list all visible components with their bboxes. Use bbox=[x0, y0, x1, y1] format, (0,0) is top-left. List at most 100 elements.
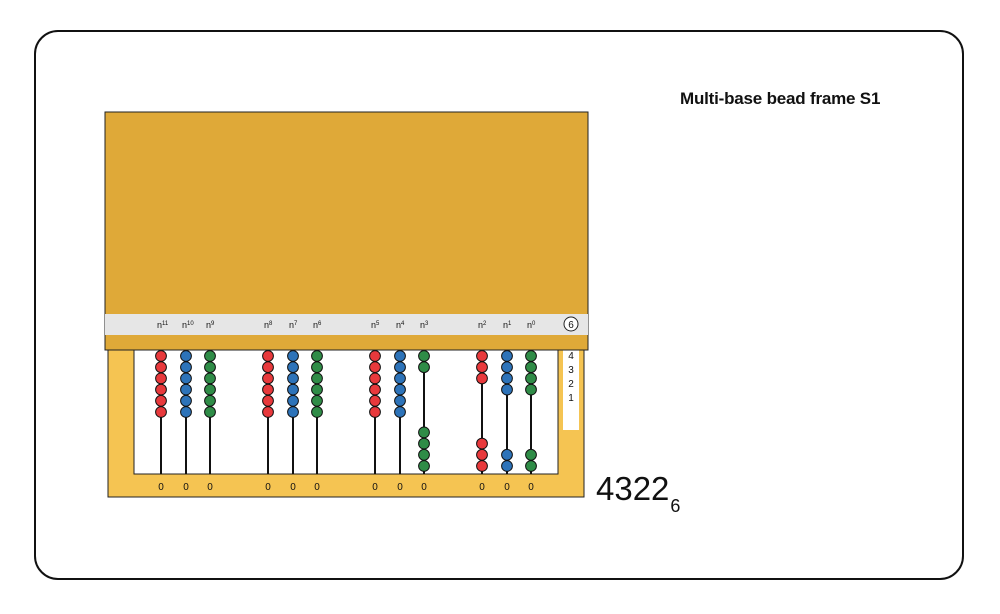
place-value-label: n10 bbox=[182, 320, 194, 330]
rods bbox=[155, 346, 537, 474]
bead[interactable] bbox=[155, 383, 167, 396]
bead[interactable] bbox=[180, 372, 192, 385]
bead[interactable] bbox=[394, 394, 406, 407]
bead[interactable] bbox=[476, 448, 488, 461]
bead[interactable] bbox=[155, 406, 167, 418]
bead[interactable] bbox=[204, 394, 216, 407]
rod-count-label: 0 bbox=[207, 482, 213, 493]
bead[interactable] bbox=[369, 383, 381, 396]
rod-count-label: 0 bbox=[479, 482, 485, 493]
result-number: 43226 bbox=[596, 470, 680, 516]
bead[interactable] bbox=[311, 361, 323, 374]
bead[interactable] bbox=[262, 406, 274, 418]
bead[interactable] bbox=[525, 361, 537, 374]
bead[interactable] bbox=[394, 372, 406, 385]
bead[interactable] bbox=[501, 383, 513, 396]
bead[interactable] bbox=[204, 383, 216, 396]
bead[interactable] bbox=[501, 350, 513, 362]
bead[interactable] bbox=[311, 406, 323, 418]
bead[interactable] bbox=[180, 406, 192, 418]
place-value-label: n4 bbox=[396, 320, 405, 330]
bead[interactable] bbox=[394, 350, 406, 362]
bead[interactable] bbox=[369, 406, 381, 418]
bead[interactable] bbox=[204, 350, 216, 362]
bead[interactable] bbox=[262, 361, 274, 374]
counter-scale-value: 3 bbox=[568, 365, 574, 376]
place-value-label: n7 bbox=[289, 320, 298, 330]
bead[interactable] bbox=[418, 448, 430, 461]
base-badge bbox=[563, 316, 579, 332]
bead[interactable] bbox=[501, 372, 513, 385]
cover-board[interactable] bbox=[104, 111, 589, 351]
bead[interactable] bbox=[394, 406, 406, 418]
bead[interactable] bbox=[311, 383, 323, 396]
counter-scale-value: 1 bbox=[568, 393, 574, 404]
bead[interactable] bbox=[369, 394, 381, 407]
bead[interactable] bbox=[418, 426, 430, 439]
bead[interactable] bbox=[525, 372, 537, 385]
bead[interactable] bbox=[180, 350, 192, 362]
place-value-label: n0 bbox=[527, 320, 536, 330]
bead[interactable] bbox=[525, 383, 537, 396]
place-value-label: n2 bbox=[478, 320, 487, 330]
bead[interactable] bbox=[476, 437, 488, 450]
bead[interactable] bbox=[311, 350, 323, 362]
bead[interactable] bbox=[476, 361, 488, 374]
bead[interactable] bbox=[501, 361, 513, 374]
rod-count-label: 0 bbox=[504, 482, 510, 493]
rod-count-label: 0 bbox=[183, 482, 189, 493]
bead[interactable] bbox=[369, 350, 381, 362]
place-value-label: n11 bbox=[157, 320, 169, 330]
bead[interactable] bbox=[287, 394, 299, 407]
bead[interactable] bbox=[204, 361, 216, 374]
bead[interactable] bbox=[311, 372, 323, 385]
bead[interactable] bbox=[180, 383, 192, 396]
bead[interactable] bbox=[394, 361, 406, 374]
result-base-subscript: 6 bbox=[670, 496, 681, 516]
bead[interactable] bbox=[476, 460, 488, 472]
diagram-title: Multi-base bead frame S1 bbox=[680, 89, 881, 108]
bead[interactable] bbox=[287, 350, 299, 362]
bead[interactable] bbox=[180, 394, 192, 407]
bead[interactable] bbox=[501, 460, 513, 472]
bead[interactable] bbox=[418, 460, 430, 472]
rod-count-label: 0 bbox=[290, 482, 296, 493]
bead[interactable] bbox=[418, 361, 430, 374]
bead[interactable] bbox=[394, 383, 406, 396]
bead[interactable] bbox=[418, 437, 430, 450]
result-digits: 4322 bbox=[596, 470, 670, 507]
bead[interactable] bbox=[287, 361, 299, 374]
bead[interactable] bbox=[204, 372, 216, 385]
rod-count-label: 0 bbox=[528, 482, 534, 493]
bead[interactable] bbox=[262, 394, 274, 407]
bead[interactable] bbox=[525, 350, 537, 362]
base-badge-value: 6 bbox=[568, 320, 574, 331]
bead[interactable] bbox=[262, 372, 274, 385]
bead[interactable] bbox=[287, 383, 299, 396]
bead[interactable] bbox=[525, 460, 537, 472]
bead[interactable] bbox=[262, 350, 274, 362]
bead[interactable] bbox=[155, 350, 167, 362]
place-value-label: n8 bbox=[264, 320, 273, 330]
bead[interactable] bbox=[369, 361, 381, 374]
bead[interactable] bbox=[155, 361, 167, 374]
place-value-label: n1 bbox=[503, 320, 512, 330]
bead[interactable] bbox=[262, 383, 274, 396]
bead[interactable] bbox=[155, 372, 167, 385]
bead[interactable] bbox=[476, 350, 488, 362]
bead[interactable] bbox=[155, 394, 167, 407]
bead[interactable] bbox=[311, 394, 323, 407]
place-value-label: n3 bbox=[420, 320, 429, 330]
bead[interactable] bbox=[204, 406, 216, 418]
bead[interactable] bbox=[418, 350, 430, 362]
bead[interactable] bbox=[476, 372, 488, 385]
bead[interactable] bbox=[369, 372, 381, 385]
bead[interactable] bbox=[287, 406, 299, 418]
bead[interactable] bbox=[525, 448, 537, 461]
bead[interactable] bbox=[501, 448, 513, 461]
place-value-label: n5 bbox=[371, 320, 380, 330]
bead[interactable] bbox=[180, 361, 192, 374]
bead[interactable] bbox=[287, 372, 299, 385]
